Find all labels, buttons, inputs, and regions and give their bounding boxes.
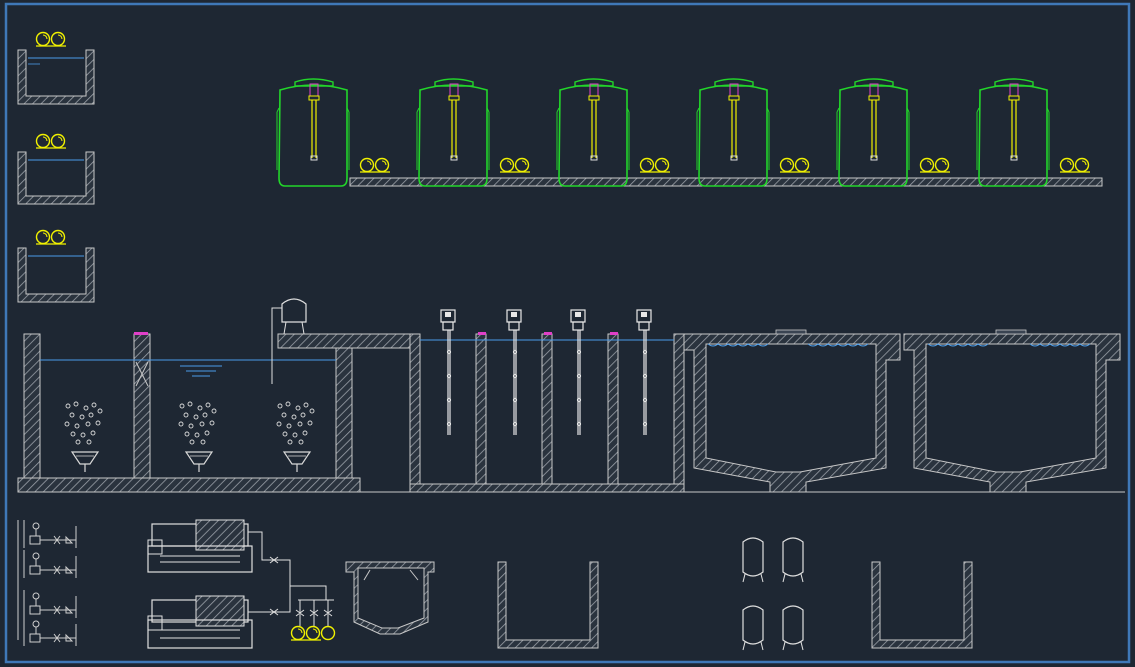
storage-tank-1 — [276, 78, 391, 187]
aeration-basin — [17, 298, 415, 493]
filter-feed-piping — [248, 531, 336, 641]
storage-tank-3 — [556, 78, 671, 187]
open-channel-2 — [871, 561, 973, 649]
storage-tank-2 — [416, 78, 531, 187]
dosing-tank-1 — [17, 31, 95, 105]
dosing-tank-2 — [17, 133, 95, 205]
filter-press-2 — [147, 595, 253, 649]
settling-hopper-2 — [903, 329, 1121, 493]
open-channel-1 — [497, 561, 599, 649]
sludge-tank — [345, 561, 435, 635]
dosing-pump-stations — [17, 519, 77, 647]
storage-tank-6 — [976, 78, 1091, 187]
pressure-vessels — [742, 537, 804, 651]
storage-tank-row — [276, 78, 1103, 187]
agitated-chambers — [409, 309, 685, 493]
filter-press-1 — [147, 519, 253, 573]
drawing-frame — [4, 2, 1131, 664]
dosing-tank-3 — [17, 229, 95, 303]
storage-tank-5 — [836, 78, 951, 187]
storage-tank-4 — [696, 78, 811, 187]
settling-hopper-1 — [683, 329, 901, 493]
